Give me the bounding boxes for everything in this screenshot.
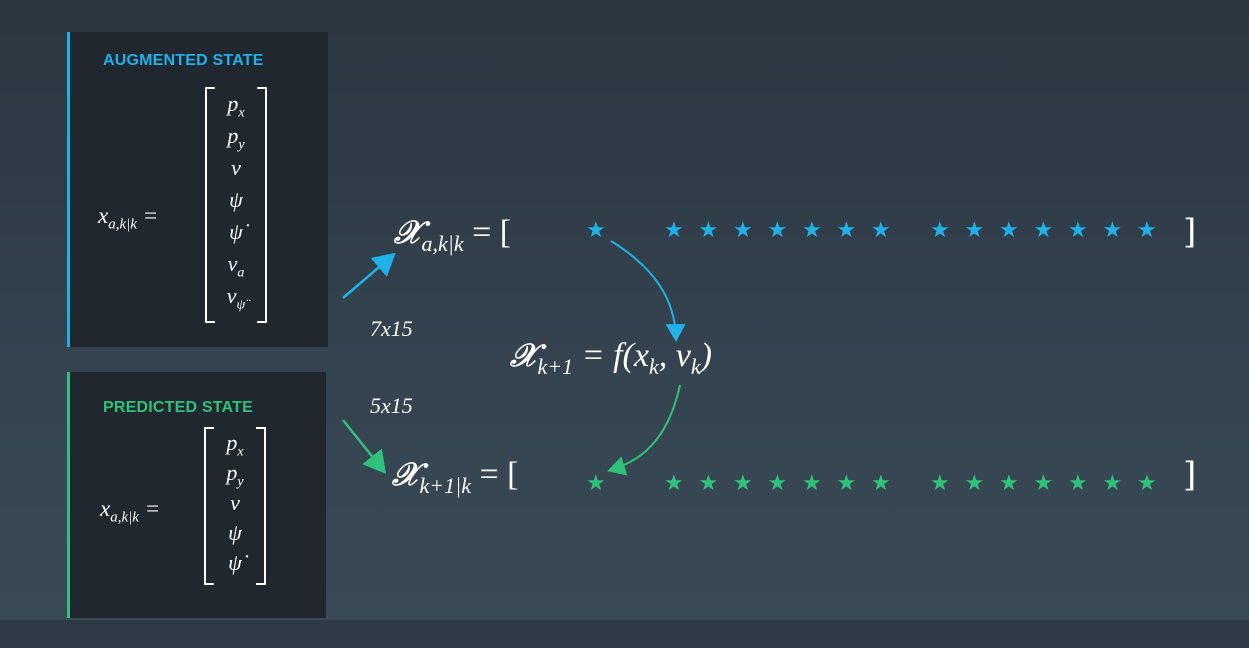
sigma-point-star: ★: [1068, 471, 1088, 496]
sigma-point-star: ★: [930, 218, 950, 243]
sigma-point-star: ★: [930, 471, 950, 496]
sigma-sub: k+1: [537, 353, 574, 379]
sigma-point-star: ★: [1033, 471, 1054, 496]
sigma-point-star: ★: [1102, 471, 1123, 496]
sigma-symbol: 𝒳: [392, 455, 420, 493]
predicted-state-arrow: [342, 419, 387, 474]
sigma-point-star: ★: [698, 471, 719, 496]
lhs-var: x: [98, 203, 109, 228]
state-component: νa: [227, 251, 245, 281]
lhs-eq: =: [136, 203, 159, 228]
lhs-eq: =: [138, 496, 161, 521]
rhs-sub: k: [648, 353, 659, 379]
state-component: ψ: [229, 187, 243, 212]
sigma-point-star: ★: [733, 471, 753, 496]
sigma-point-star: ★: [964, 218, 985, 243]
sigma-point-star: ★: [871, 471, 891, 496]
sigma-symbol: 𝒳: [510, 336, 538, 374]
augment-arrow: [342, 252, 396, 299]
state-component: νψ̈: [226, 283, 246, 313]
sigma-point-star: ★: [1068, 218, 1088, 243]
lhs-sub: a,k|k: [108, 216, 137, 233]
state-component: ψ̇: [228, 550, 242, 575]
sigma-point-star: ★: [836, 471, 857, 496]
sigma-point-star: ★: [1137, 218, 1157, 243]
lhs-var: x: [100, 496, 111, 521]
prediction-result-arrow: [607, 384, 681, 476]
sigma-sub: a,k|k: [421, 230, 464, 256]
sigma-sub: k+1|k: [419, 472, 471, 498]
predicted-dimension-label: 5x15: [370, 393, 413, 418]
sigma-point-star: ★: [836, 218, 857, 243]
sigma-point-star: ★: [767, 471, 788, 496]
bottom-band: [0, 620, 1249, 648]
sigma-point-star: ★: [586, 218, 606, 243]
rhs-part: , ν: [658, 337, 691, 374]
rhs-sub: k: [690, 353, 701, 379]
predicted-state-lhs: xa,k|k =: [100, 496, 160, 527]
rhs-part: ): [700, 337, 712, 374]
sigma-eq: = [: [463, 214, 512, 251]
sigma-symbol: 𝒳: [394, 213, 422, 251]
state-component: ψ̇: [229, 219, 243, 244]
state-component: py: [227, 123, 245, 153]
sigma-point-star: ★: [999, 218, 1019, 243]
process-model-equation: 𝒳k+1 = f(xk, νk): [510, 336, 712, 380]
predicted-sigma-points-label: 𝒳k+1|k = [: [392, 455, 518, 499]
predict-arrow: [610, 240, 686, 342]
state-component: px: [226, 430, 244, 460]
predicted-state-title: PREDICTED STATE: [103, 399, 253, 416]
sigma-eq: = [: [470, 456, 519, 493]
augmented-dimension-label: 7x15: [370, 316, 413, 341]
state-component: py: [226, 460, 244, 490]
sigma-point-star: ★: [733, 218, 753, 243]
rhs-part: = f(x: [573, 337, 649, 374]
sigma-point-star: ★: [586, 471, 606, 496]
state-component: px: [227, 91, 245, 121]
augmented-state-title: AUGMENTED STATE: [103, 52, 264, 69]
sigma-point-star: ★: [664, 218, 684, 243]
lhs-sub: a,k|k: [110, 509, 139, 526]
state-component: v: [230, 490, 240, 515]
state-component: v: [231, 155, 241, 180]
sigma-point-star: ★: [871, 218, 891, 243]
sigma-point-star: ★: [767, 218, 788, 243]
augmented-close-bracket: ]: [1183, 212, 1197, 252]
sigma-point-star: ★: [802, 218, 822, 243]
predicted-close-bracket: ]: [1183, 455, 1197, 495]
sigma-point-star: ★: [1137, 471, 1157, 496]
state-component: ψ: [228, 520, 242, 545]
sigma-point-star: ★: [999, 471, 1019, 496]
sigma-point-star: ★: [664, 471, 684, 496]
sigma-point-star: ★: [802, 471, 822, 496]
sigma-point-star: ★: [1102, 218, 1123, 243]
sigma-point-star: ★: [698, 218, 719, 243]
sigma-point-star: ★: [1033, 218, 1054, 243]
augmented-state-lhs: xa,k|k =: [98, 203, 158, 234]
sigma-point-star: ★: [964, 471, 985, 496]
augmented-sigma-points-label: 𝒳a,k|k = [: [394, 213, 511, 257]
